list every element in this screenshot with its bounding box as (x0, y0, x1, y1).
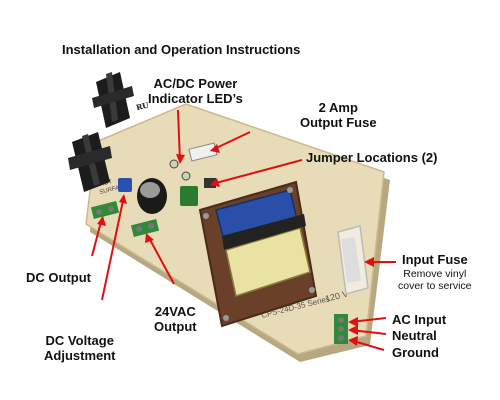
transformer (198, 180, 318, 328)
label-24vac-line1: 24VAC (154, 304, 196, 319)
capacitor (137, 178, 167, 214)
ac-input-terminal (334, 314, 348, 344)
arrow-vac-output (147, 235, 175, 285)
ul-logo: ᴿᵁ (135, 100, 151, 118)
label-output-fuse: 2 Amp Output Fuse (300, 100, 377, 130)
label-dc-voltage-line1: DC Voltage (45, 333, 114, 348)
label-ac-input: AC Input (392, 312, 447, 327)
label-dc-voltage-line2: Adjustment (44, 348, 116, 363)
led-indicator-2 (181, 171, 191, 181)
label-ground: Ground (392, 345, 439, 360)
label-input-fuse-note-line1: Remove vinyl (403, 268, 467, 280)
led-indicator-1 (169, 159, 179, 169)
label-dc-voltage-adjustment: DC Voltage Adjustment (44, 333, 116, 363)
label-input-fuse: Input Fuse (402, 252, 468, 267)
label-input-fuse-note: Remove vinyl cover to service (398, 268, 472, 292)
arrow-led (177, 109, 181, 163)
dc-output-terminal (90, 201, 120, 219)
arrow-output-fuse (211, 131, 251, 151)
heatsink-upper (92, 72, 134, 128)
green-relay (180, 186, 198, 206)
trimmer-pot (118, 178, 132, 192)
heatsink-lower (68, 132, 112, 192)
callout-arrows (91, 109, 396, 351)
label-24vac-output: 24VAC Output (154, 304, 197, 334)
label-jumpers: Jumper Locations (2) (306, 150, 438, 165)
vac-output-terminal (130, 219, 160, 237)
label-dc-output: DC Output (26, 270, 91, 285)
label-input-fuse-note-line2: cover to service (398, 280, 472, 292)
arrow-jumpers (211, 159, 303, 185)
jumper-block (204, 178, 216, 188)
label-led-line1: AC/DC Power (153, 76, 238, 91)
label-output-fuse-line1: 2 Amp (318, 100, 358, 115)
page-title: Installation and Operation Instructions (62, 42, 301, 57)
arrow-dc-voltage (101, 195, 125, 301)
label-neutral: Neutral (392, 328, 437, 343)
label-led: AC/DC Power Indicator LED’s (148, 76, 243, 106)
label-led-line2: Indicator LED’s (148, 91, 243, 106)
input-fuse (337, 225, 369, 295)
label-24vac-line2: Output (154, 319, 197, 334)
label-output-fuse-line2: Output Fuse (300, 115, 377, 130)
